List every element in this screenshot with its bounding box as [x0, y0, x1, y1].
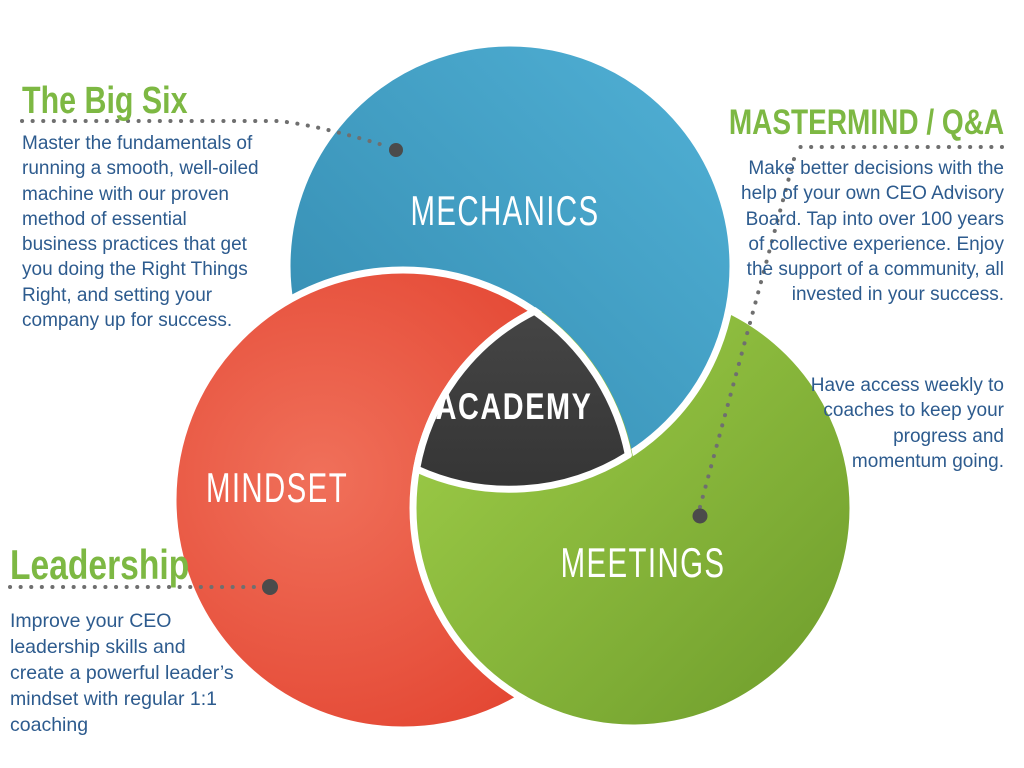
big-six-connector-line: [20, 119, 388, 148]
big-six-title: The Big Six: [22, 80, 188, 122]
leadership-body: Improve your CEO leadership skills and c…: [10, 610, 234, 736]
mastermind-title: MASTERMIND / Q&A: [728, 103, 1004, 142]
big-six-connector-dot: [389, 143, 403, 157]
mastermind-body: Make better decisions with the help of y…: [741, 158, 1004, 306]
academy-core-shape: [413, 307, 632, 493]
connector-lines: [8, 119, 1004, 589]
big-six-body: Master the fundamentals of running a smo…: [22, 133, 259, 331]
mastermind-body-2: Have access weekly to coaches to keep yo…: [810, 375, 1004, 472]
leadership-title: Leadership: [10, 541, 190, 588]
leadership-connector-dot: [262, 579, 278, 595]
mastermind-connector-line: [698, 157, 796, 509]
mastermind-connector-dot: [692, 508, 708, 524]
